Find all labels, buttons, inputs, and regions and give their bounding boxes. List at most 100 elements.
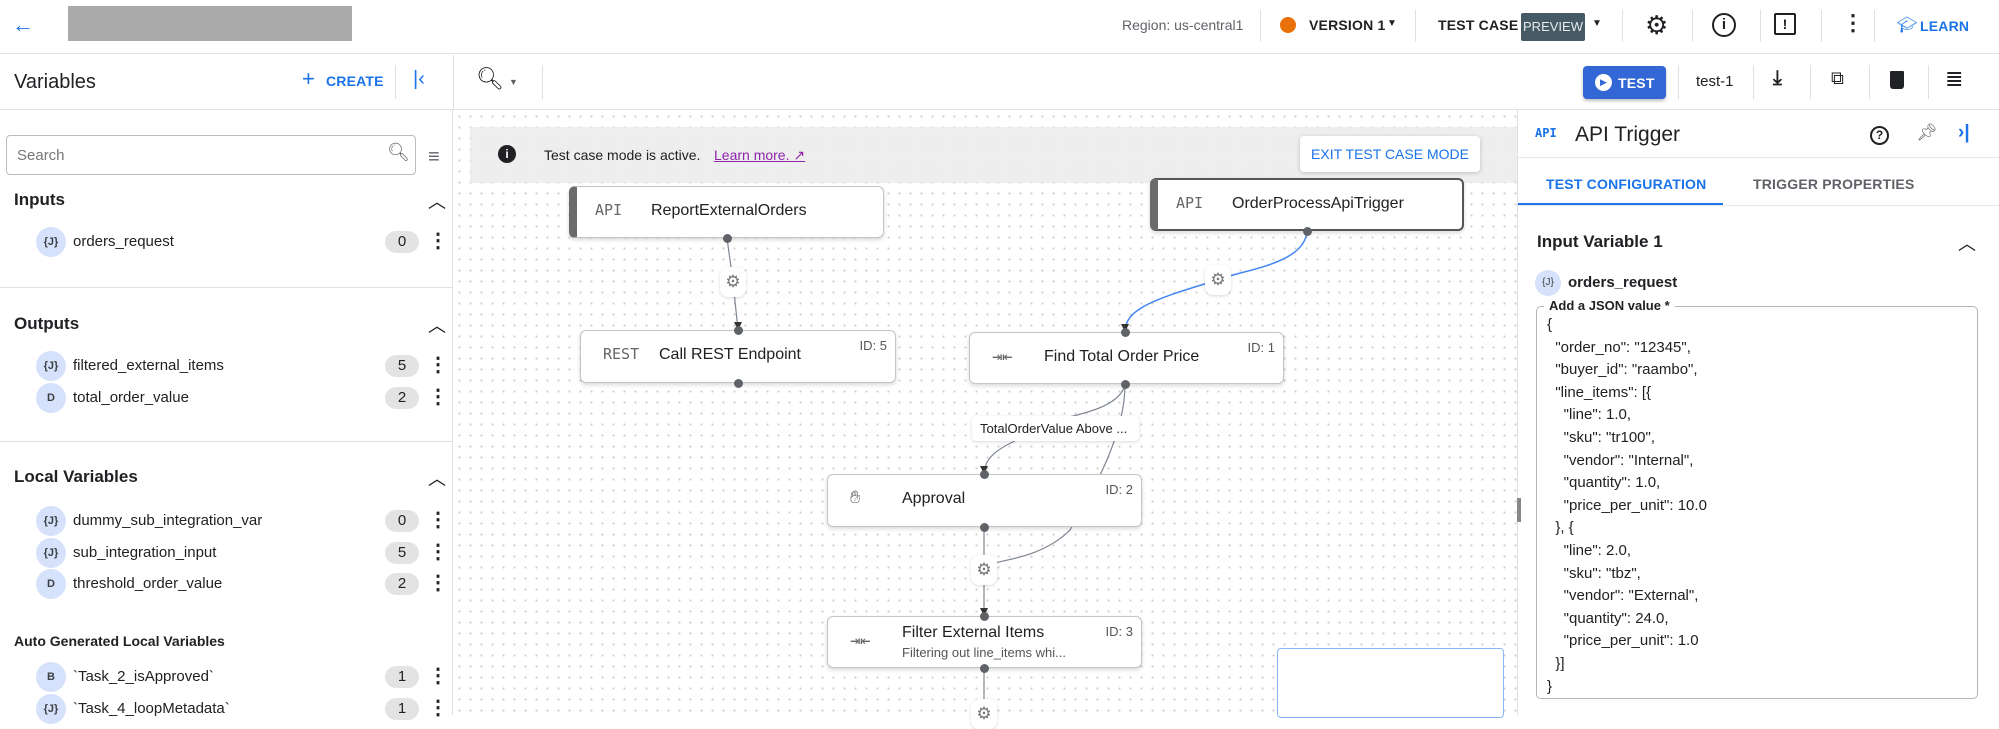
plus-icon: +: [302, 66, 315, 91]
menu-icon[interactable]: ≣: [1945, 66, 1964, 91]
variable-row[interactable]: {J} `Task_4_loopMetadata` 1 ⋮: [0, 693, 453, 724]
json-line: "price_per_unit": 10.0: [1547, 496, 1707, 514]
connector-point[interactable]: [1302, 226, 1312, 236]
more-vert-icon[interactable]: ⋮: [428, 230, 448, 252]
node-find-total-order-price[interactable]: ⇥⇤ Find Total Order Price ID: 1: [969, 332, 1284, 384]
collapse-panel-icon[interactable]: |‹: [413, 68, 425, 90]
usage-count-badge: 5: [385, 355, 419, 377]
test-case-name[interactable]: test-1: [1696, 73, 1734, 90]
json-value-label: Add a JSON value *: [1544, 298, 1675, 313]
feedback-icon[interactable]: !: [1774, 13, 1796, 35]
node-order-process-api-trigger[interactable]: API OrderProcessApiTrigger: [1150, 178, 1464, 231]
node-approval[interactable]: ✋︎ Approval ID: 2: [827, 474, 1142, 527]
api-icon: API: [1176, 194, 1204, 212]
variable-type-chip: {J}: [36, 351, 66, 381]
json-value-textarea[interactable]: [1536, 306, 1978, 699]
delete-icon[interactable]: [1890, 71, 1904, 89]
zoom-in-icon[interactable]: 🔍︎: [476, 66, 504, 91]
chevron-up-icon[interactable]: ︿: [1958, 234, 1976, 254]
edge-settings-gear-icon[interactable]: ⚙: [971, 555, 997, 585]
panel-resize-handle[interactable]: [1517, 498, 1521, 522]
variable-row[interactable]: {J} sub_integration_input 5 ⋮: [0, 537, 453, 568]
json-line: }, {: [1547, 519, 1574, 537]
more-vert-icon[interactable]: ⋮: [428, 665, 448, 687]
caret-down-icon: ▼: [1387, 18, 1397, 29]
node-report-external-orders[interactable]: API ReportExternalOrders: [569, 186, 884, 238]
more-vert-icon[interactable]: ⋮: [428, 572, 448, 594]
variable-name: total_order_value: [73, 388, 189, 406]
connector-point[interactable]: [979, 522, 989, 532]
json-line: "line": 2.0,: [1547, 542, 1632, 559]
info-icon[interactable]: i: [1712, 13, 1736, 37]
tab-trigger-properties[interactable]: TRIGGER PROPERTIES: [1753, 176, 1915, 192]
connector-point[interactable]: [722, 233, 732, 243]
tab-test-configuration[interactable]: TEST CONFIGURATION: [1546, 176, 1707, 192]
usage-count-badge: 2: [385, 386, 419, 409]
variable-row[interactable]: B `Task_2_isApproved` 1 ⋮: [0, 662, 453, 692]
caret-down-icon[interactable]: ▼: [509, 77, 518, 87]
variable-row[interactable]: {J} orders_request 0 ⋮: [0, 227, 453, 257]
node-filter-external-items[interactable]: ⇥⇤ Filter External Items Filtering out l…: [827, 616, 1142, 668]
merge-arrows-icon: ⇥⇤: [992, 347, 1013, 367]
help-icon[interactable]: ?: [1870, 126, 1889, 145]
toolbar: Variables + CREATE |‹ 🔍︎ ▼ ▶ TEST test-1…: [0, 55, 1999, 110]
node-title: ReportExternalOrders: [651, 202, 807, 219]
chevron-up-icon[interactable]: ︿: [428, 192, 446, 212]
more-vert-icon[interactable]: ⋮: [428, 354, 448, 376]
back-arrow-icon[interactable]: ←: [12, 12, 34, 37]
more-vert-icon[interactable]: ⋮: [428, 385, 448, 408]
variable-row[interactable]: {J} dummy_sub_integration_var 0 ⋮: [0, 506, 453, 536]
connector-point[interactable]: [979, 611, 989, 621]
edge-settings-gear-icon[interactable]: ⚙: [720, 267, 746, 297]
rest-icon: REST: [603, 345, 640, 363]
chevron-up-icon[interactable]: ︿: [428, 316, 446, 336]
learn-more-link[interactable]: Learn more. ↗: [714, 147, 806, 163]
json-line: "quantity": 24.0,: [1547, 609, 1669, 627]
exit-test-case-mode-button[interactable]: EXIT TEST CASE MODE: [1300, 136, 1480, 172]
settings-gear-icon[interactable]: ⚙: [1645, 10, 1669, 40]
version-label: VERSION 1: [1309, 17, 1386, 33]
more-vert-icon[interactable]: ⋮: [428, 509, 448, 531]
node-call-rest-endpoint[interactable]: REST Call REST Endpoint ID: 5: [580, 330, 896, 383]
more-vert-icon[interactable]: ⋮: [1842, 10, 1864, 35]
api-icon: API: [1535, 126, 1557, 140]
node-id: ID: 3: [1105, 624, 1133, 639]
search-input[interactable]: Search 🔍︎: [6, 135, 416, 175]
variable-row[interactable]: D total_order_value 2 ⋮: [0, 382, 453, 413]
connector-point[interactable]: [733, 378, 743, 388]
connector-point[interactable]: [979, 663, 989, 673]
school-icon: 🎓︎: [1897, 17, 1918, 34]
variable-type-chip: B: [36, 662, 66, 692]
active-tab-indicator: [1518, 203, 1723, 206]
json-line: "price_per_unit": 1.0: [1547, 632, 1699, 650]
edge-settings-gear-icon[interactable]: ⚙: [1205, 265, 1231, 295]
connector-point[interactable]: [1120, 379, 1130, 389]
connector-point[interactable]: [979, 469, 989, 479]
minimap[interactable]: [1277, 648, 1504, 718]
download-icon[interactable]: ⤓: [1773, 67, 1782, 89]
edge-condition-label[interactable]: TotalOrderValue Above ...: [972, 416, 1139, 441]
local-variables-header: Local Variables: [14, 467, 138, 486]
preview-badge: PREVIEW: [1521, 13, 1585, 41]
copy-icon[interactable]: ⧉: [1831, 68, 1844, 88]
outputs-header: Outputs: [14, 314, 80, 333]
pin-icon[interactable]: 📌︎: [1916, 123, 1938, 142]
panel-title: API Trigger: [1575, 123, 1681, 146]
hand-icon: ✋︎: [850, 487, 861, 508]
more-vert-icon[interactable]: ⋮: [428, 696, 448, 719]
variable-row[interactable]: D threshold_order_value 2 ⋮: [0, 569, 453, 599]
variables-title: Variables: [14, 71, 96, 93]
close-panel-icon[interactable]: ›|: [1958, 122, 1970, 143]
more-vert-icon[interactable]: ⋮: [428, 540, 448, 563]
learn-label: LEARN: [1920, 18, 1970, 34]
test-button[interactable]: ▶ TEST: [1583, 66, 1666, 99]
merge-arrows-icon: ⇥⇤: [850, 631, 871, 651]
variable-name: `Task_2_isApproved`: [73, 668, 214, 685]
banner-text: Test case mode is active.: [544, 147, 701, 163]
connector-point[interactable]: [1120, 327, 1130, 337]
filter-list-icon[interactable]: ≡: [428, 146, 440, 168]
chevron-up-icon[interactable]: ︿: [428, 469, 446, 489]
edge-settings-gear-icon[interactable]: ⚙: [971, 699, 997, 729]
connector-point[interactable]: [733, 325, 743, 335]
variable-row[interactable]: {J} filtered_external_items 5 ⋮: [0, 351, 453, 381]
